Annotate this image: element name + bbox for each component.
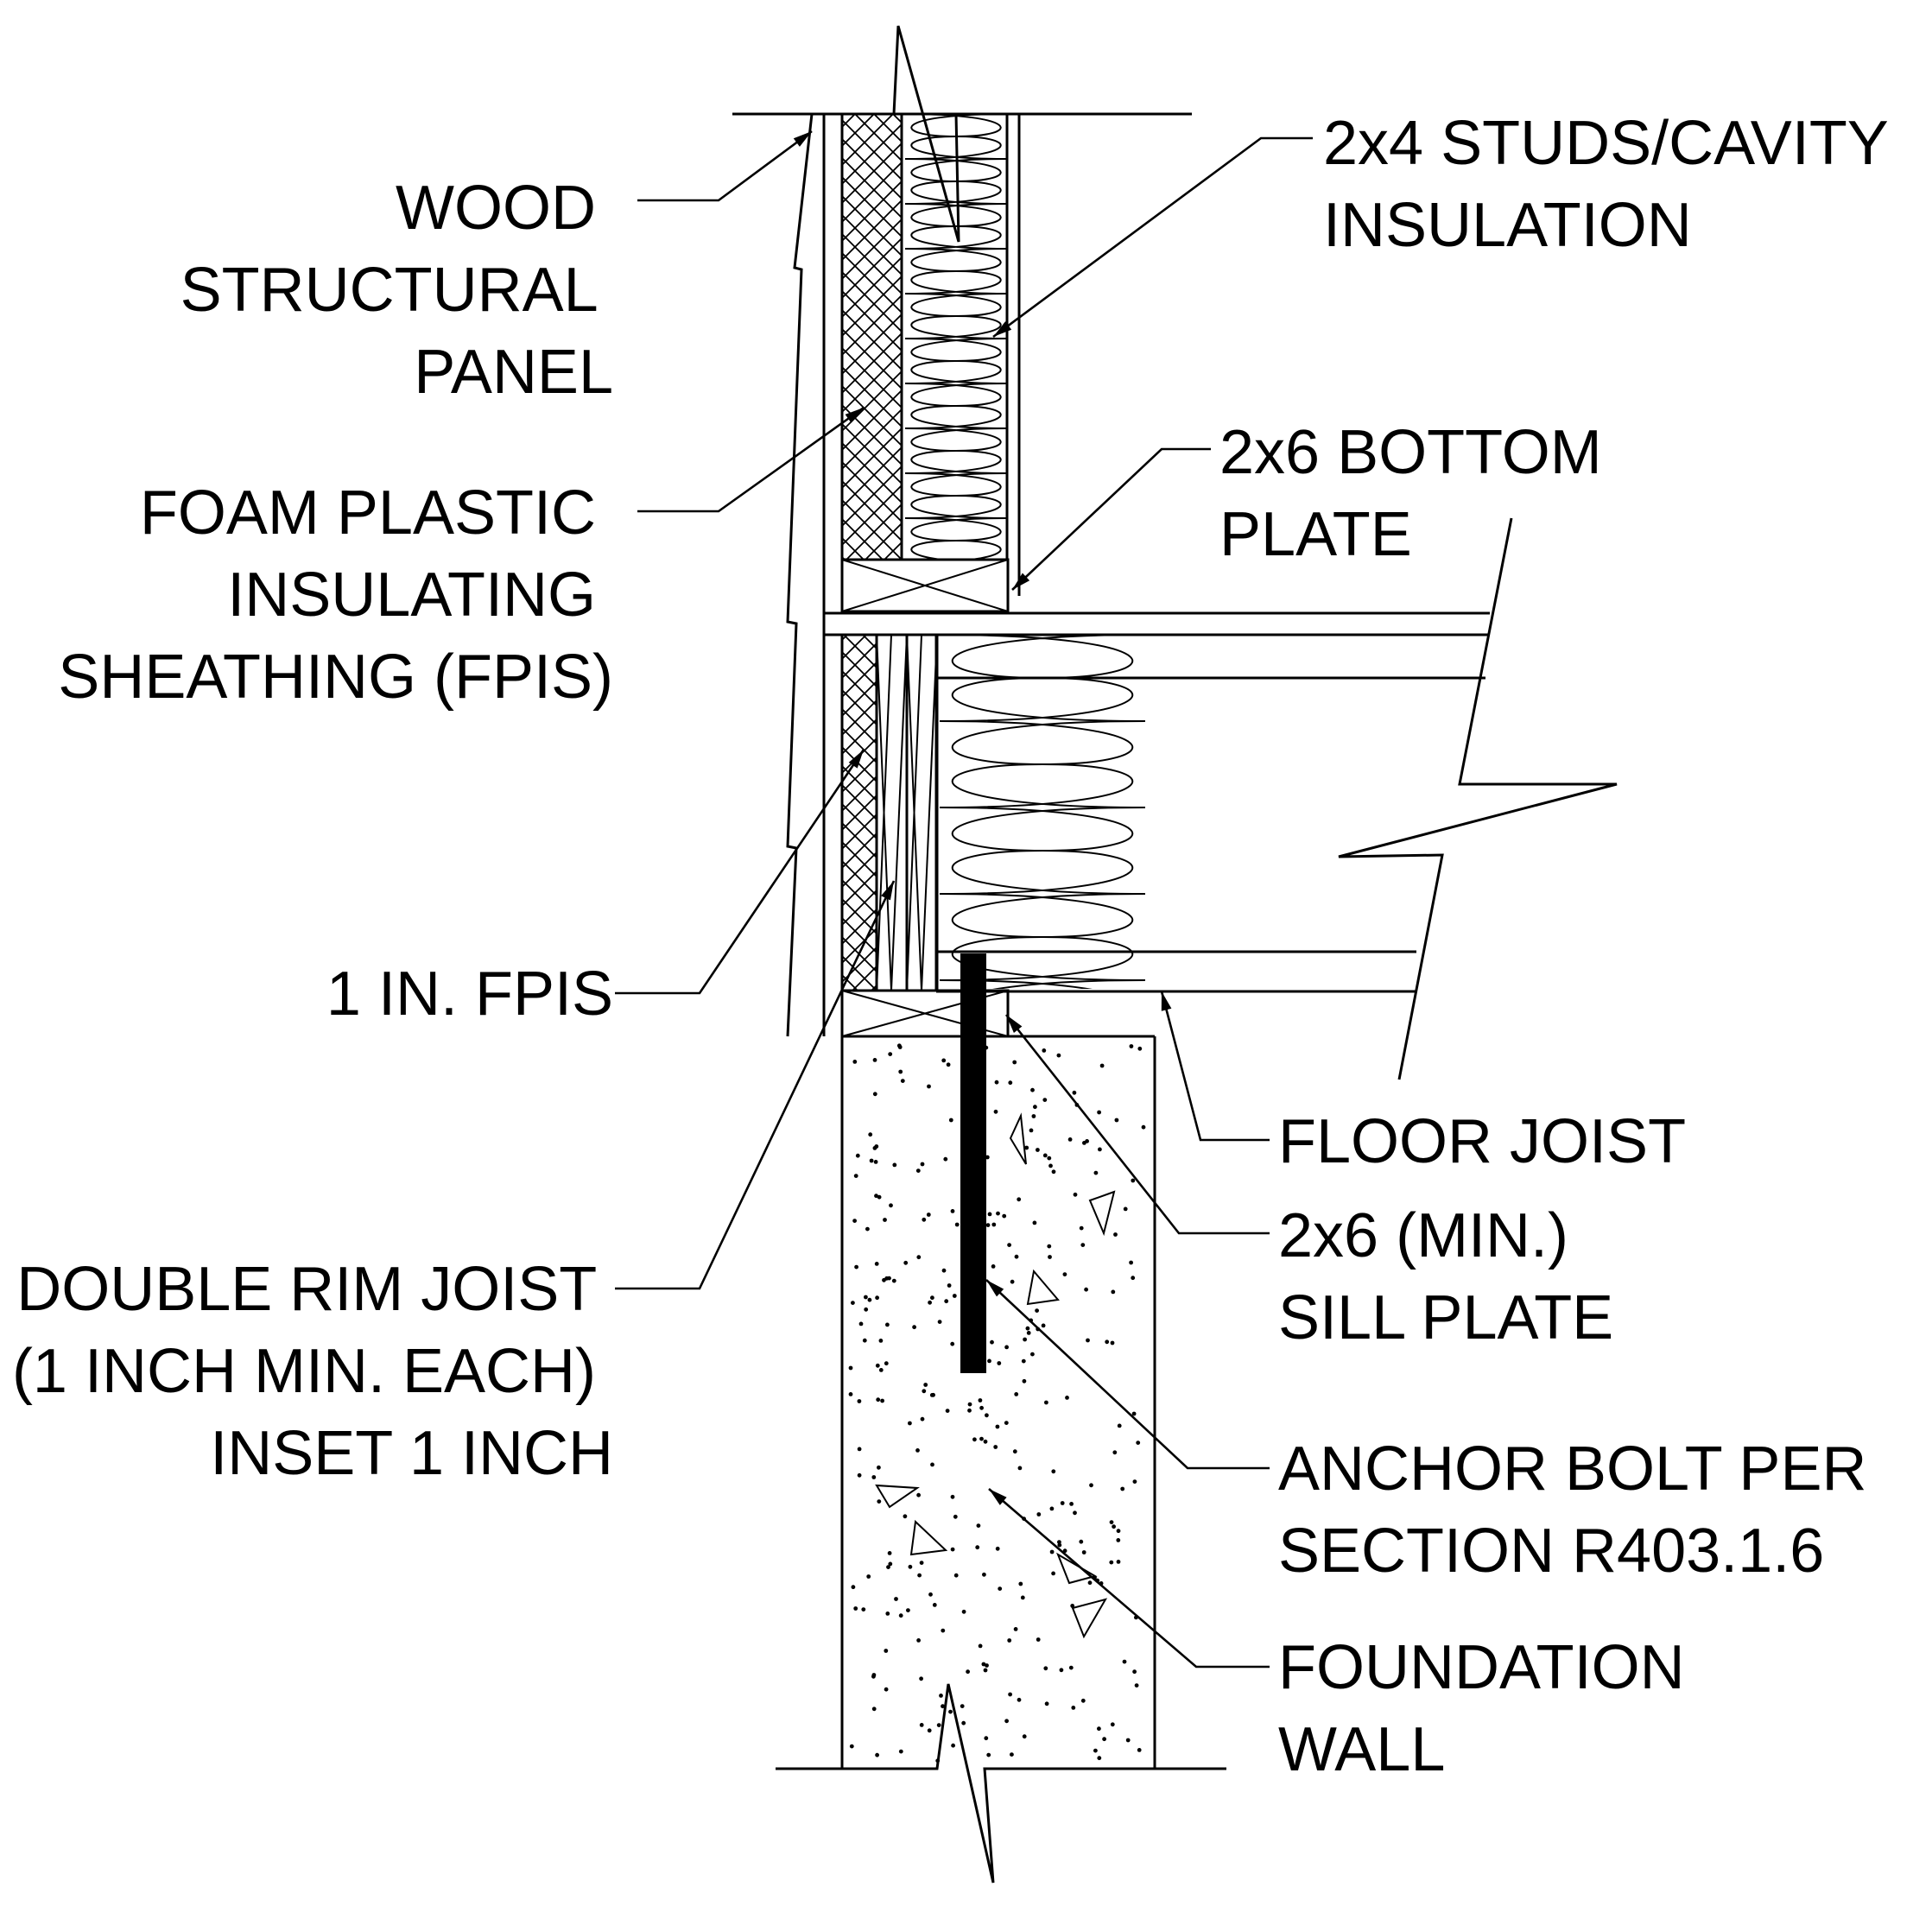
upper-fpis <box>840 112 903 561</box>
label-1in-fpis: 1 IN. FPIS <box>326 959 613 1029</box>
leader-bottom-plate <box>1011 447 1211 591</box>
subfloor <box>822 611 1490 636</box>
leader-fpis <box>637 406 865 513</box>
label-sill-plate: 2x6 (MIN.) SILL PLATE <box>1278 1201 1613 1352</box>
leader-floor-joist <box>1160 991 1270 1142</box>
leader-1in-fpis <box>615 749 865 995</box>
wood-structural-panel <box>786 113 814 1037</box>
anchor-bolt <box>960 953 986 1373</box>
upper-cavity-insulation <box>904 114 1007 560</box>
leader-wood-panel <box>637 130 813 202</box>
leader-rim-joist <box>615 880 896 1290</box>
double-rim-joist <box>875 633 939 992</box>
label-floor-joist: FLOOR JOIST <box>1278 1107 1686 1176</box>
leader-lines <box>615 130 1313 1669</box>
label-anchor-bolt: ANCHOR BOLT PER SECTION R403.1.6 <box>1278 1434 1884 1586</box>
leader-foundation <box>988 1488 1270 1669</box>
joist-break-line <box>1338 517 1618 1080</box>
labels: WOOD STRUCTURAL PANEL FOAM PLASTIC INSUL… <box>12 109 1905 1784</box>
foundation-wall <box>776 1035 1226 1884</box>
leader-anchor-bolt <box>985 1279 1270 1470</box>
floor-cavity-insulation <box>939 635 1146 989</box>
label-studs-cavity: 2x4 STUDS/CAVITY INSULATION <box>1323 109 1905 260</box>
bottom-break-line <box>776 1683 1226 1884</box>
label-fpis: FOAM PLASTIC INSULATING SHEATHING (FPIS) <box>58 478 613 712</box>
leader-studs <box>992 136 1313 339</box>
floor-joist <box>936 517 1618 1080</box>
lower-fpis <box>840 633 878 992</box>
leader-sill-plate <box>1004 1014 1270 1235</box>
label-double-rim-joist: DOUBLE RIM JOIST (1 INCH MIN. EACH) INSE… <box>12 1255 613 1488</box>
label-bottom-plate: 2x6 BOTTOM PLATE <box>1219 418 1619 569</box>
bottom-plate <box>840 558 1010 613</box>
label-wood-structural-panel: WOOD STRUCTURAL PANEL <box>181 174 613 407</box>
label-foundation-wall: FOUNDATION WALL <box>1278 1633 1702 1784</box>
